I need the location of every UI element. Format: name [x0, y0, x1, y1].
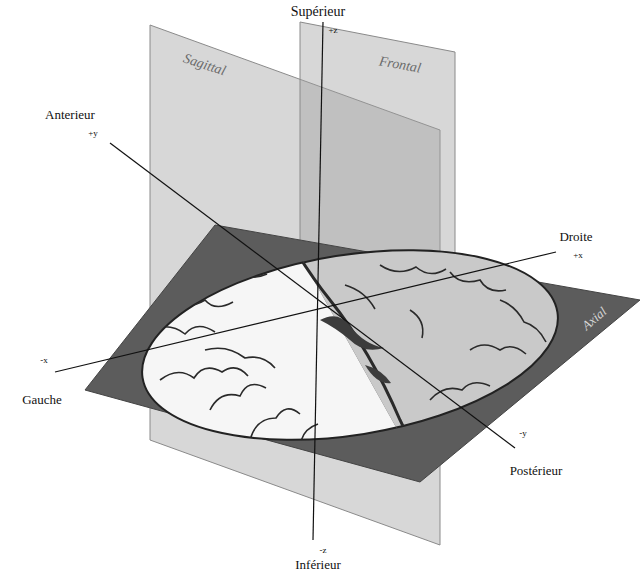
axis-sign-wrap: +x [573, 244, 583, 262]
z-axis [313, 22, 323, 540]
axis-label: Inférieur [295, 557, 340, 572]
axes [55, 22, 556, 540]
brain-slice [129, 170, 572, 520]
y-axis [110, 143, 515, 448]
axis-sign-wrap: +y [88, 122, 98, 140]
ventricle [320, 316, 384, 350]
axis-sign: -x [40, 355, 48, 365]
axis-label: Supérieur [291, 4, 345, 19]
axis-label: Postérieur [510, 463, 563, 478]
axis-label-wrap: Inférieur [295, 555, 340, 573]
axis-label: Gauche [22, 392, 62, 407]
axis-label: Anterieur [45, 107, 95, 122]
axis-label-wrap: Postérieur [510, 461, 563, 479]
axis-sign-wrap: -x [40, 349, 48, 367]
axis-label: Droite [559, 229, 592, 244]
axis-sign-wrap: +z [328, 19, 337, 37]
axis-sign: +x [573, 250, 583, 260]
axis-sign: -z [320, 545, 327, 555]
x-axis [55, 252, 556, 372]
axis-sign: +y [88, 128, 98, 138]
axis-sign-wrap: -z [320, 539, 327, 557]
axis-label-wrap: Anterieur [45, 105, 95, 123]
axis-sign-wrap: -y [519, 422, 527, 440]
axis-sign: -y [519, 428, 527, 438]
axis-label-wrap: Droite [559, 227, 592, 245]
axis-label-wrap: Gauche [22, 390, 62, 408]
axis-sign: +z [328, 25, 337, 35]
ventricle [365, 365, 391, 383]
axis-label-wrap: Supérieur [291, 2, 345, 20]
